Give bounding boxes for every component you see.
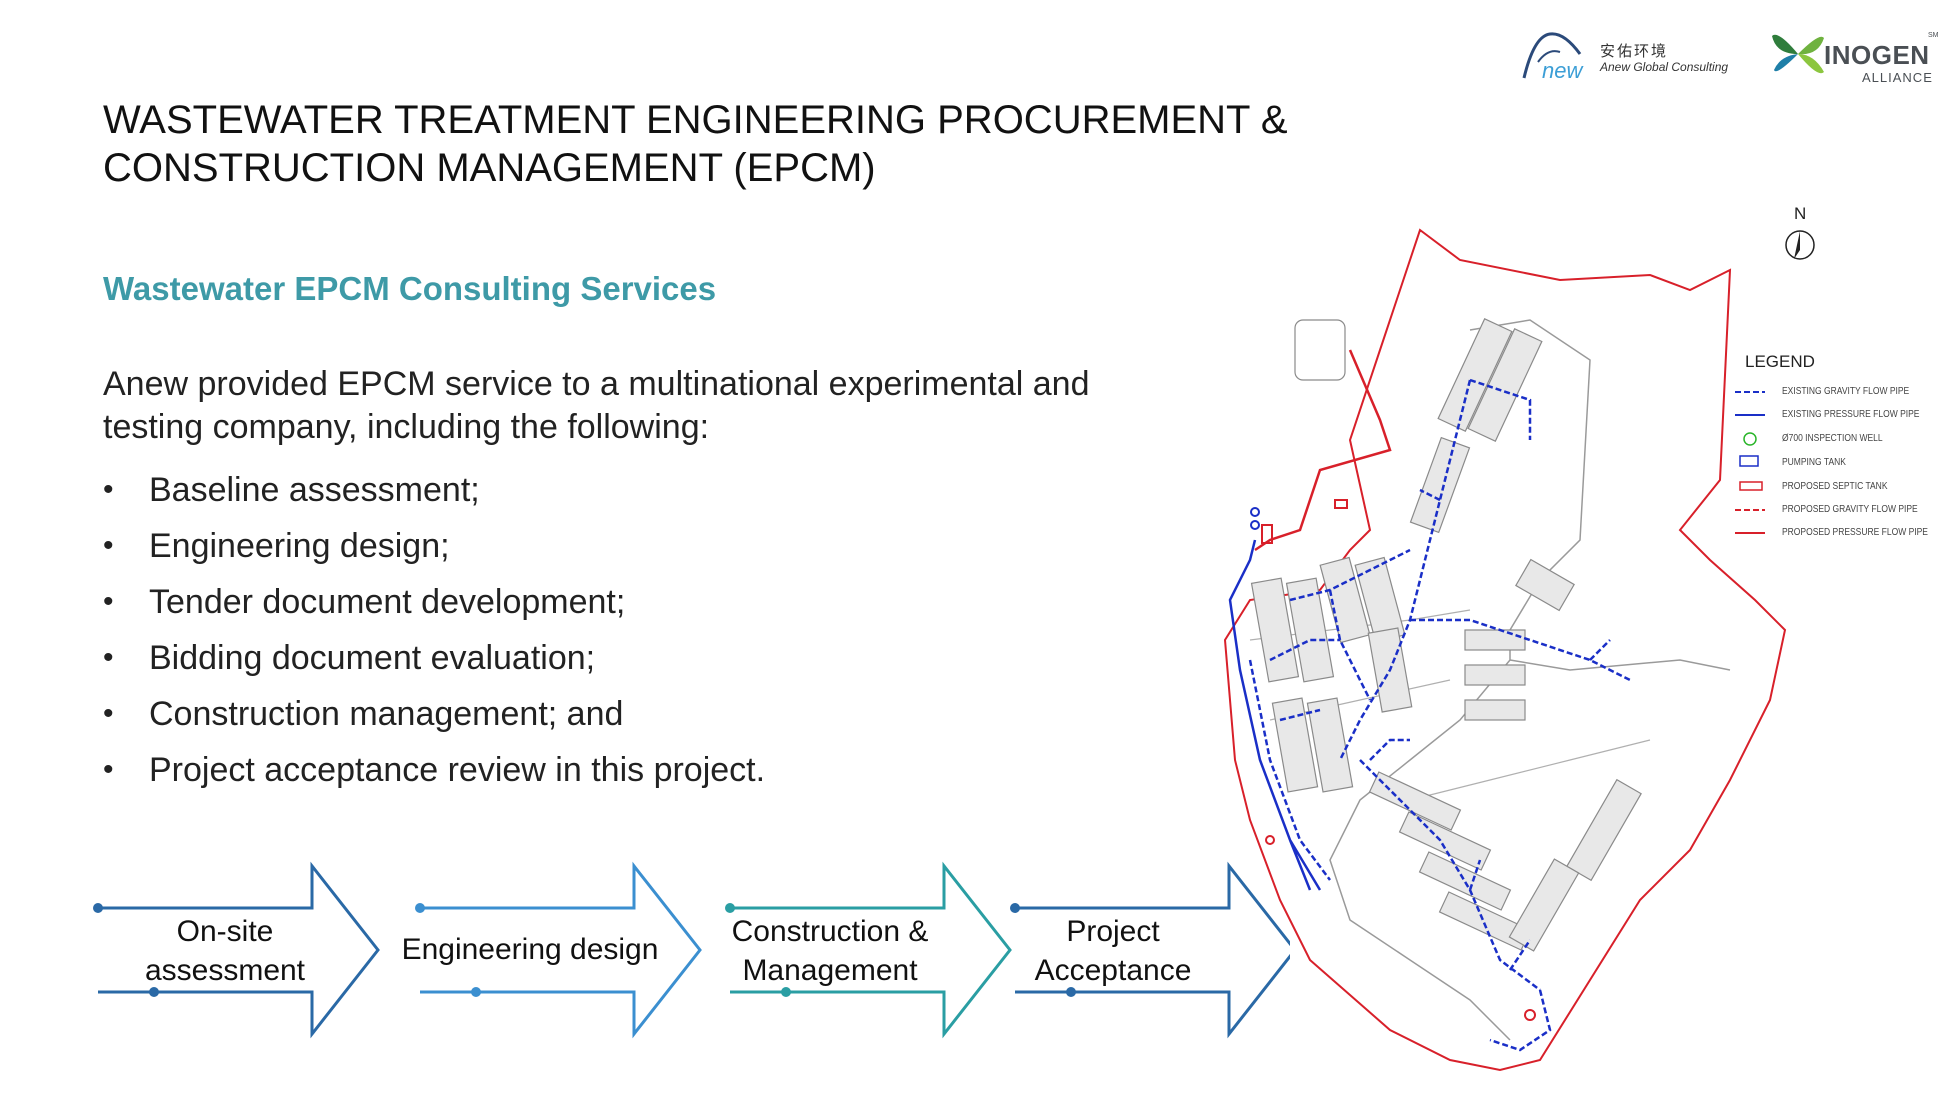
anew-mountain-icon: new	[1522, 32, 1584, 83]
site-plan-map	[1223, 228, 1815, 1072]
flow-step-line1: Project	[1066, 915, 1160, 948]
flow-step-line2: assessment	[144, 954, 306, 987]
flow-arrow-construction-node-0	[725, 903, 735, 913]
flow-step-line2: Management	[742, 954, 918, 987]
anew-cn-name: 安佑环境	[1600, 42, 1669, 60]
flow-step-acceptance: Project Acceptance	[1008, 912, 1218, 990]
anew-en-name: Anew Global Consulting	[1600, 60, 1729, 74]
flow-arrow-onsite-node-0	[93, 903, 103, 913]
legend-item-pressure: EXISTING PRESSURE FLOW PIPE	[1782, 409, 1920, 420]
legend-item-proposed-pressure: PROPOSED PRESSURE FLOW PIPE	[1782, 527, 1928, 538]
list-item-text: Construction management; and	[149, 695, 624, 733]
legend-title: LEGEND	[1745, 352, 1815, 371]
inogen-sm-mark: SM	[1928, 32, 1939, 39]
list-item-text: Baseline assessment;	[149, 471, 480, 509]
flow-step-line1: Engineering design	[401, 933, 659, 966]
pressure-pipe	[1228, 539, 1322, 891]
legend-item-septic: PROPOSED SEPTIC TANK	[1782, 481, 1888, 492]
map-legend-symbols	[1735, 391, 1765, 534]
flow-step-line1: Construction &	[731, 915, 929, 948]
site-boundary	[1223, 228, 1787, 1072]
legend-item-gravity: EXISTING GRAVITY FLOW PIPE	[1782, 386, 1910, 397]
flow-step-construction: Construction & Management	[710, 912, 950, 990]
list-item: •Bidding document evaluation;	[103, 639, 596, 677]
flow-arrow-design-node-1	[471, 987, 481, 997]
inogen-name: INOGEN	[1824, 40, 1930, 70]
list-item-text: Engineering design;	[149, 527, 450, 565]
flow-step-onsite: On-site assessment	[110, 912, 340, 990]
flow-step-design: Engineering design	[390, 930, 670, 969]
intro-paragraph: Anew provided EPCM service to a multinat…	[103, 365, 1090, 446]
list-item: •Construction management; and	[103, 695, 624, 733]
flow-arrow-design-node-0	[415, 903, 425, 913]
flow-arrow-acceptance-node-0	[1010, 903, 1020, 913]
anew-logo: new 安佑环境 Anew Global Consulting	[1520, 26, 1750, 86]
list-item: •Tender document development;	[103, 583, 626, 621]
legend-item-well: Ø700 INSPECTION WELL	[1782, 433, 1883, 444]
flow-arrow-acceptance-node-1	[1066, 987, 1076, 997]
list-item: •Project acceptance review in this proje…	[103, 751, 766, 789]
flow-arrow-construction-node-1	[781, 987, 791, 997]
gravity-pipe-network	[1248, 378, 1631, 1052]
inogen-leaf-icon	[1772, 34, 1824, 74]
legend-item-proposed-gravity: PROPOSED GRAVITY FLOW PIPE	[1782, 504, 1918, 515]
services-list: •Baseline assessment; •Engineering desig…	[103, 462, 765, 798]
list-item: •Engineering design;	[103, 527, 450, 565]
process-flow: On-site assessment Engineering design Co…	[90, 860, 1297, 1040]
inogen-sub: ALLIANCE	[1862, 70, 1933, 85]
north-label: N	[1794, 204, 1807, 223]
legend-item-pumping: PUMPING TANK	[1782, 457, 1846, 468]
north-arrow-icon	[1785, 230, 1815, 260]
anew-mark-text: new	[1542, 58, 1584, 83]
flow-step-line2: Acceptance	[1034, 954, 1192, 987]
flow-arrow-construction	[730, 861, 1012, 1039]
flow-step-line1: On-site	[176, 915, 274, 948]
list-item-text: Project acceptance review in this projec…	[149, 751, 766, 789]
inogen-logo: INOGEN ALLIANCE SM	[1770, 26, 1940, 86]
flow-arrow-onsite	[98, 861, 380, 1039]
page-title: WASTEWATER TREATMENT ENGINEERING PROCURE…	[103, 98, 1288, 190]
proposed-pressure-pipe	[1254, 349, 1392, 552]
flow-arrow-design	[420, 861, 702, 1039]
flow-arrow-onsite-node-1	[149, 987, 159, 997]
list-item: •Baseline assessment;	[103, 471, 480, 509]
section-subtitle: Wastewater EPCM Consulting Services	[103, 270, 717, 307]
list-item-text: Bidding document evaluation;	[149, 639, 596, 677]
list-item-text: Tender document development;	[149, 583, 626, 621]
